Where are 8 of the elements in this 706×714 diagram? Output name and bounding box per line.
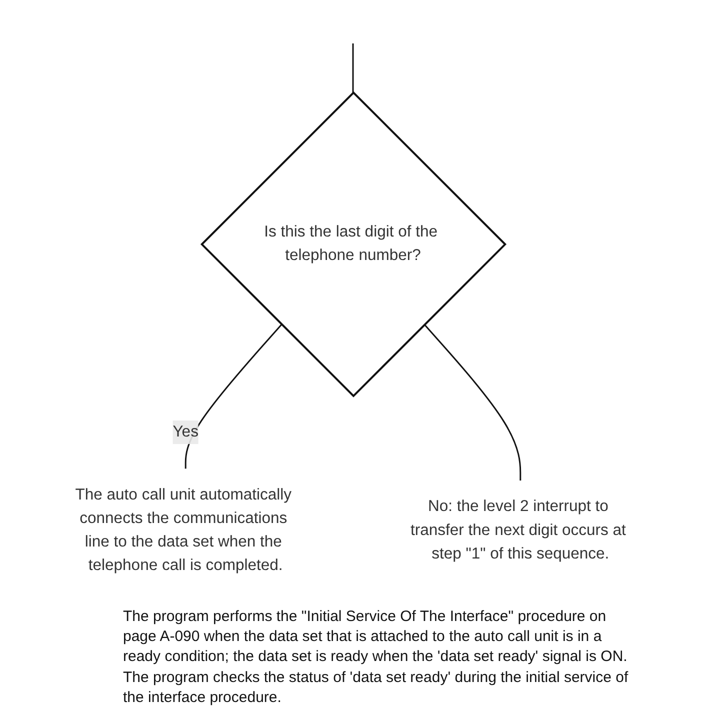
node-diamond: Is this the last digit of the telephone number? [200, 91, 507, 398]
connector [352, 43, 354, 93]
connector [184, 324, 282, 469]
node-text: The auto call unit automatically connects the communications line to the data set when the telephone call is completed. [75, 486, 292, 574]
node-text: No: the level 2 interrupt to transfer the next digit occurs at step "1" of this sequence. [410, 498, 626, 562]
note-text: The program performs the "Initial Service Of The Interface" procedure on page A-090 when the data set that is attached to the auto call unit is in a ready condition; the data set is ready when the 'data set ready' signal is ON. The program checks the status of 'data set ready' during the initial service of the interface procedure. [123, 606, 630, 708]
connector [424, 324, 522, 481]
edge-label: Yes [172, 424, 198, 440]
